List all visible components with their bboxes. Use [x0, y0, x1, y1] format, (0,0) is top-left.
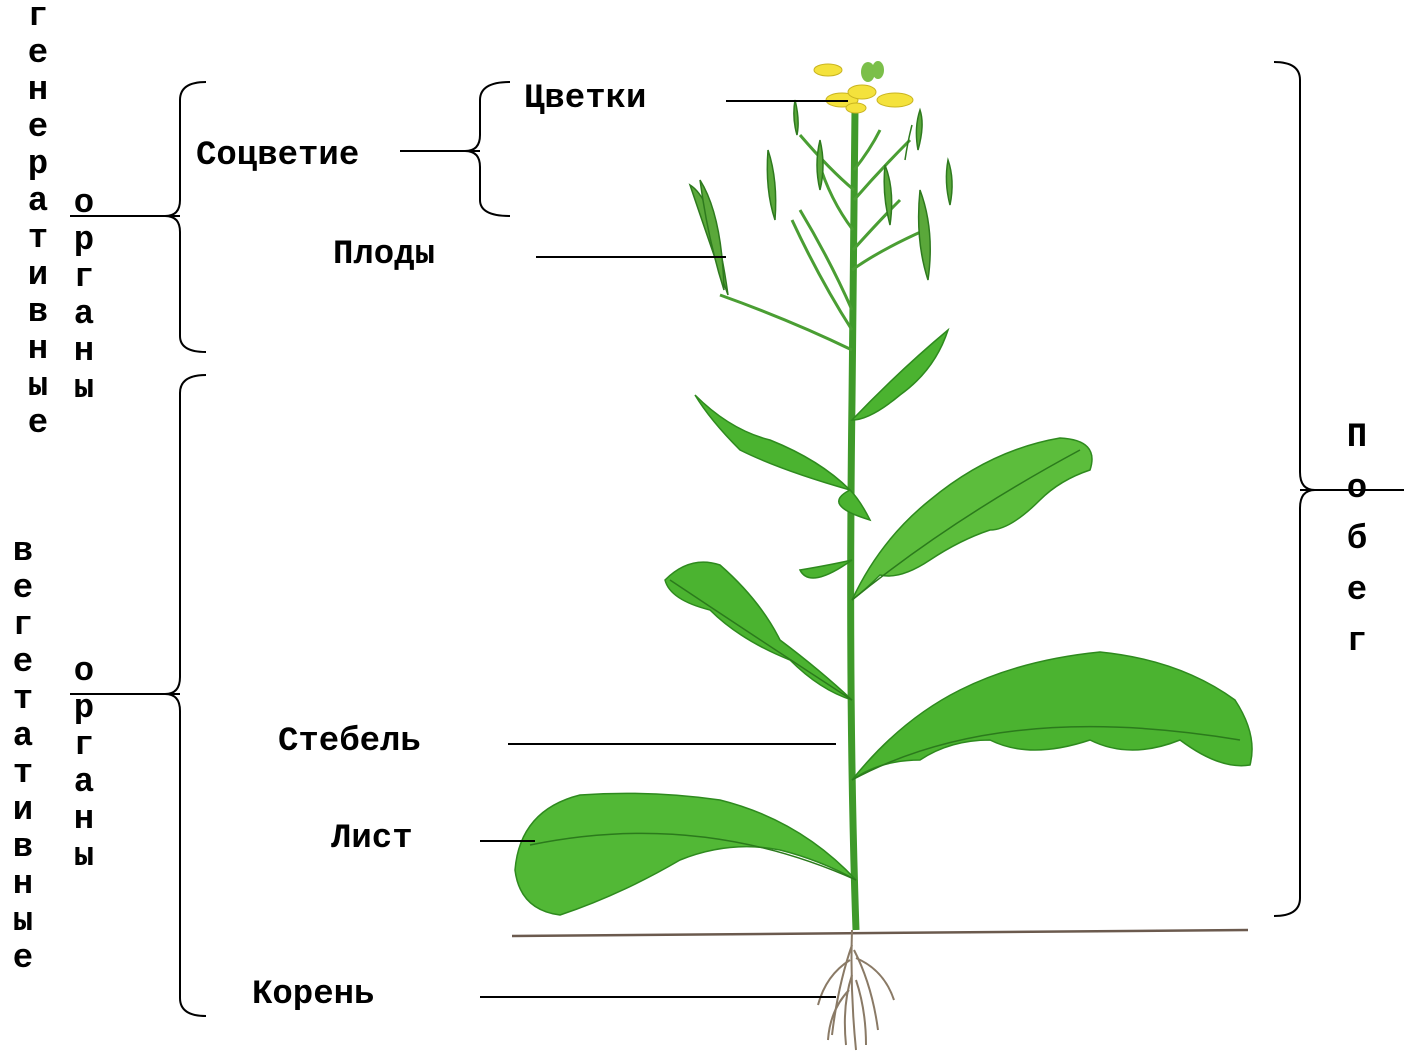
brace-shoot: [1274, 62, 1315, 916]
vertical-letter: г: [6, 608, 40, 645]
vertical-letter: т: [6, 682, 40, 719]
vertical-letter: а: [67, 297, 101, 334]
flowers-cluster: [814, 61, 913, 113]
vertical-letter: а: [21, 184, 55, 221]
vertical-letter: в: [6, 534, 40, 571]
vertical-letter: е: [21, 406, 55, 443]
vertical-letter: г: [21, 0, 55, 36]
root-label: Корень: [252, 978, 374, 1012]
ground-line: [512, 930, 1248, 936]
vertical-letter: р: [67, 223, 101, 260]
vertical-letter: г: [1340, 617, 1374, 668]
vertical-letter: е: [21, 36, 55, 73]
vertical-letter: е: [6, 571, 40, 608]
vertical-letter: н: [21, 332, 55, 369]
vertical-letter: о: [67, 186, 101, 223]
vertical-letter: и: [21, 258, 55, 295]
vertical-letter: н: [67, 802, 101, 839]
vertical-letter: н: [67, 334, 101, 371]
vertical-letter: о: [1340, 464, 1374, 515]
vertical-letter: е: [6, 941, 40, 978]
main-stem: [851, 110, 856, 930]
vertical-letter: н: [6, 867, 40, 904]
stem-label: Стебель: [278, 725, 421, 759]
vertical-letter: о: [67, 654, 101, 691]
vertical-letter: ы: [67, 839, 101, 876]
root-system: [818, 930, 894, 1050]
vertical-letter: н: [21, 73, 55, 110]
braces: [165, 62, 1315, 1016]
vertical-letter: в: [6, 830, 40, 867]
vertical-letter: т: [6, 756, 40, 793]
vertical-letter: в: [21, 295, 55, 332]
leaf-label: Лист: [331, 822, 413, 856]
vertical-letter: е: [1340, 566, 1374, 617]
vertical-letter: ы: [21, 369, 55, 406]
inflorescence-label: Соцветие: [196, 139, 359, 173]
vertical-letter: т: [21, 221, 55, 258]
vertical-letter: е: [21, 110, 55, 147]
vertical-letter: П: [1340, 413, 1374, 464]
brace-inflorescence: [465, 82, 510, 216]
brace-generative: [165, 82, 206, 352]
vertical-letter: б: [1340, 515, 1374, 566]
fruit-pods: [690, 100, 952, 295]
pointer-lines: [70, 101, 1404, 997]
vertical-letter: г: [67, 260, 101, 297]
flowers-label: Цветки: [524, 82, 646, 116]
vertical-letter: а: [6, 719, 40, 756]
vertical-letter: г: [67, 728, 101, 765]
fruits-label: Плоды: [333, 238, 435, 272]
vertical-letter: ы: [6, 904, 40, 941]
vertical-letter: р: [21, 147, 55, 184]
vertical-letter: р: [67, 691, 101, 728]
vertical-letter: а: [67, 765, 101, 802]
vertical-letter: и: [6, 793, 40, 830]
brace-vegetative: [165, 375, 206, 1016]
vertical-letter: е: [6, 645, 40, 682]
large-leaves: [515, 438, 1252, 915]
vertical-letter: ы: [67, 371, 101, 408]
